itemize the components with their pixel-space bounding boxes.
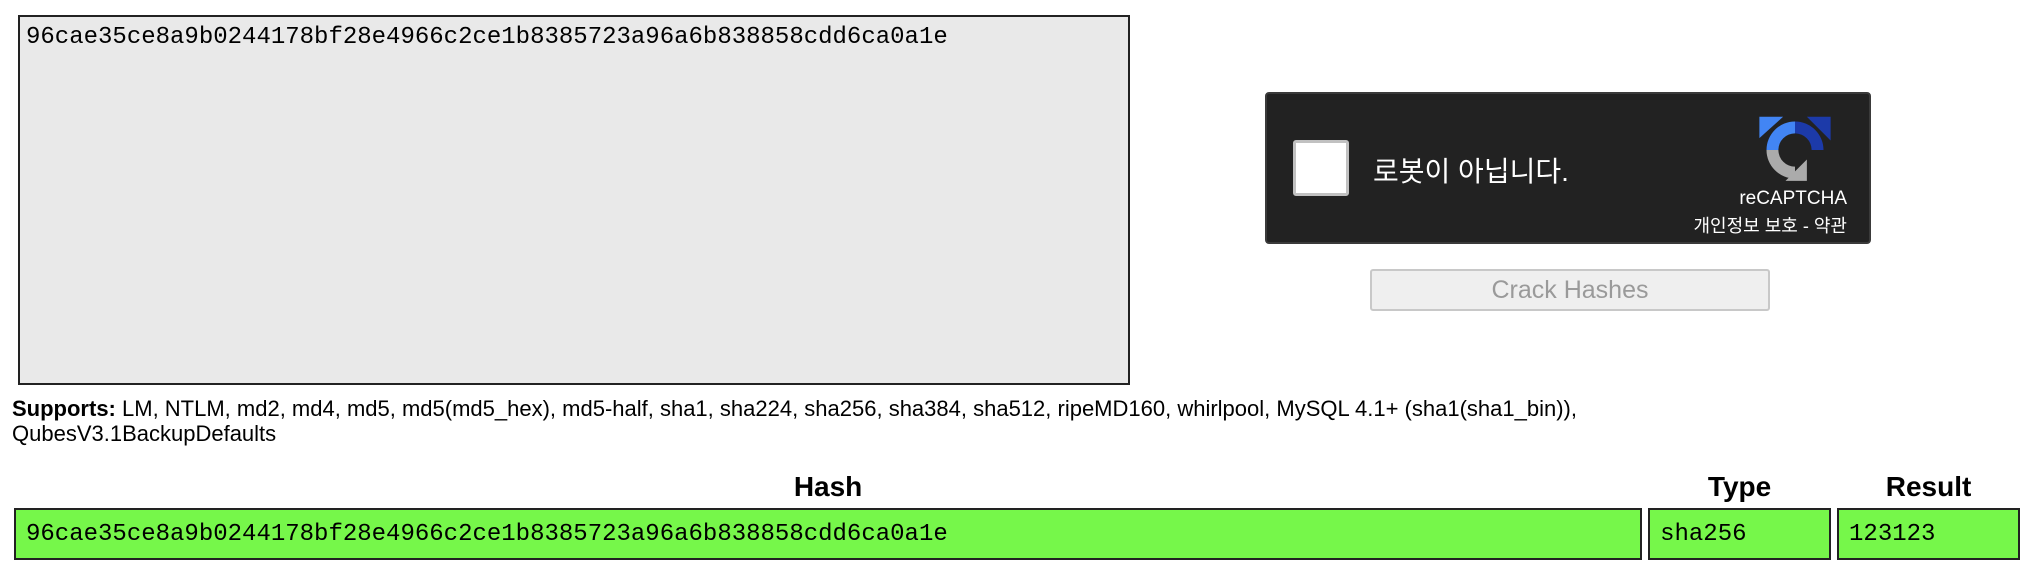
- supports-text: Supports: LM, NTLM, md2, md4, md5, md5(m…: [12, 396, 1812, 446]
- type-column-header: Type: [1707, 471, 1772, 502]
- privacy-link[interactable]: 개인정보 보호: [1693, 216, 1798, 236]
- recaptcha-links: 개인정보 보호 - 약관: [1694, 212, 1848, 238]
- hash-cell: 96cae35ce8a9b0244178bf28e4966c2ce1b83857…: [14, 508, 1643, 560]
- result-column-header: Result: [1885, 471, 1972, 502]
- supports-list: LM, NTLM, md2, md4, md5, md5(md5_hex), m…: [115, 396, 1577, 421]
- supports-label: Supports:: [12, 396, 116, 421]
- recaptcha-label: 로봇이 아닙니다.: [1373, 156, 1569, 187]
- table-row: 96cae35ce8a9b0244178bf28e4966c2ce1b83857…: [14, 508, 2020, 560]
- recaptcha-widget: 로봇이 아닙니다. reCAPTCHA 개인정보 보호 - 약관: [1265, 92, 1871, 244]
- terms-link[interactable]: 약관: [1813, 216, 1847, 236]
- crack-hashes-button[interactable]: Crack Hashes: [1370, 269, 1770, 311]
- type-cell: sha256: [1648, 508, 1832, 560]
- results-table: Hash Type Result 96cae35ce8a9b0244178bf2…: [8, 466, 2026, 560]
- supports-list-line2: QubesV3.1BackupDefaults: [12, 421, 277, 446]
- result-cell: 123123: [1837, 508, 2020, 560]
- recaptcha-brand: reCAPTCHA: [1739, 188, 1847, 209]
- recaptcha-logo-icon: [1759, 116, 1831, 181]
- link-separator: -: [1797, 216, 1814, 236]
- hash-column-header: Hash: [793, 471, 863, 502]
- hash-input[interactable]: 96cae35ce8a9b0244178bf28e4966c2ce1b83857…: [18, 15, 1130, 385]
- recaptcha-checkbox[interactable]: [1293, 140, 1349, 196]
